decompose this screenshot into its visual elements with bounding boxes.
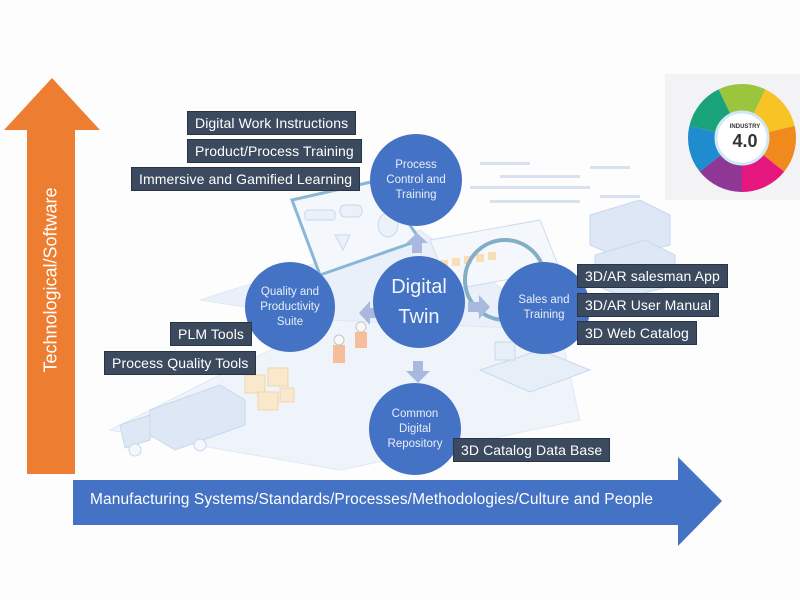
industry-badge-big-label: 4.0	[732, 131, 758, 151]
sales-training-node: Sales and Training	[498, 262, 590, 354]
vertical-arrow-shape	[4, 78, 100, 474]
technological-software-arrow	[4, 78, 100, 474]
tag-3d-ar-salesman-app: 3D/AR salesman App	[577, 264, 728, 288]
wheel-segment	[688, 125, 722, 172]
wheel-segment	[699, 154, 742, 192]
tag-immersive-gamified-learning: Immersive and Gamified Learning	[131, 167, 361, 191]
manufacturing-arrow	[73, 457, 722, 546]
horizontal-arrow-shape	[73, 457, 722, 546]
tag-3d-web-catalog: 3D Web Catalog	[577, 321, 697, 345]
industry-4-0-wheel-icon	[688, 84, 796, 192]
right-connector-arrow	[468, 295, 490, 319]
up-connector-arrow	[406, 233, 428, 253]
industry-badge-small-label: INDUSTRY	[729, 124, 761, 130]
sales-training-label: Sales and Training	[518, 294, 570, 321]
left-connector-arrow	[359, 301, 381, 325]
digital-twin-node: Digital Twin	[373, 256, 465, 348]
quality-productivity-node: Quality and Productivity Suite	[245, 262, 335, 352]
process-control-node: Process Control and Training	[370, 134, 462, 226]
tag-digital-work-instructions: Digital Work Instructions	[187, 111, 357, 135]
tag-product-process-training: Product/Process Training	[187, 139, 362, 163]
process-control-label: Process Control and Training	[386, 158, 446, 201]
common-repository-node: Common Digital Repository	[369, 383, 461, 475]
tag-3d-catalog-data-base: 3D Catalog Data Base	[453, 438, 611, 462]
common-repository-label: Common Digital Repository	[387, 407, 443, 450]
down-connector-arrow	[406, 361, 430, 383]
vertical-axis-label: Technological/Software	[40, 187, 61, 373]
wheel-segment	[742, 154, 785, 192]
digital-twin-label: Digital Twin	[391, 276, 447, 328]
wheel-segment	[718, 84, 766, 115]
tag-plm-tools: PLM Tools	[170, 322, 253, 346]
tag-3d-ar-user-manual: 3D/AR User Manual	[577, 293, 720, 317]
quality-productivity-label: Quality and Productivity Suite	[260, 285, 320, 328]
tag-process-quality-tools: Process Quality Tools	[104, 351, 257, 375]
horizontal-axis-label: Manufacturing Systems/Standards/Processe…	[90, 491, 654, 508]
wheel-segment	[762, 125, 796, 172]
